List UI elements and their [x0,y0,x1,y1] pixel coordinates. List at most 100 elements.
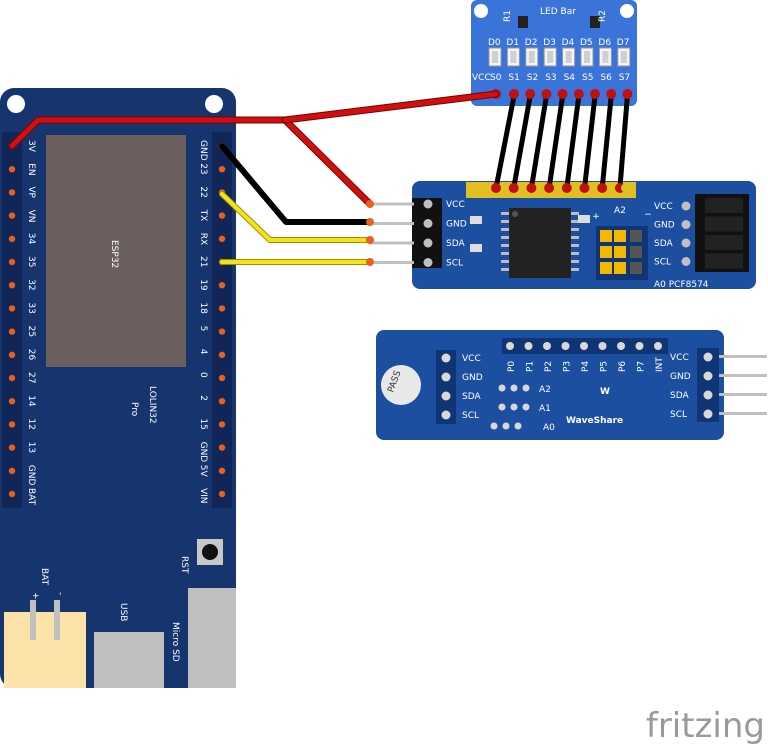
led-label: D7 [617,38,630,48]
pcf-pin[interactable] [681,201,691,211]
pin-dot[interactable] [8,421,16,428]
pcf-pin[interactable] [423,219,433,228]
pin-dot[interactable] [8,467,16,474]
ws-addr-pin[interactable] [498,403,506,411]
pin-dot[interactable] [218,444,226,451]
pin-dot[interactable] [218,328,226,335]
ws-top-pin[interactable] [580,342,588,350]
ws-addr-pin[interactable] [522,403,530,411]
wire-gnd-black[interactable] [219,143,373,225]
pcf-minus-label: − [644,210,652,220]
ws-addr-pin[interactable] [510,384,518,392]
pin-dot[interactable] [8,490,16,498]
ws-pin[interactable] [441,391,451,401]
led-label: D5 [580,38,593,48]
pin-dot[interactable] [8,398,16,405]
pin-dot[interactable] [218,467,226,474]
pin-dot[interactable] [8,351,16,358]
wire-led-signal[interactable] [546,93,566,191]
ws-right-pin-label: SCL [670,410,687,420]
ws-addr-pin[interactable] [514,422,522,430]
ws-addr-pin[interactable] [502,422,510,430]
pin-dot[interactable] [8,235,16,242]
ws-pin[interactable] [703,409,713,419]
board-name: LOLIN32 [147,386,157,424]
pcf-pin[interactable] [681,220,691,229]
pin-dot[interactable] [8,282,16,289]
wire-led-signal[interactable] [564,93,582,191]
ws-addr-pin[interactable] [498,384,506,392]
pin-dot[interactable] [218,490,226,498]
wire-vcc-ledbar[interactable] [282,91,499,123]
pin-dot[interactable] [8,374,16,382]
pin-dot[interactable] [8,328,16,335]
ws-pin[interactable] [441,410,451,420]
wire-vcc-red[interactable] [9,117,373,207]
ws-top-pin[interactable] [654,342,662,350]
address-jumper[interactable] [600,246,612,258]
ws-pin[interactable] [703,390,713,400]
pin-dot[interactable] [8,189,16,196]
ws-top-pin[interactable] [561,342,570,350]
led-bar-title: LED Bar [540,7,576,17]
pin-dot[interactable] [218,212,226,219]
wire-led-signal[interactable] [582,93,598,191]
ws-top-pin[interactable] [524,342,533,350]
left-pin-dots [8,142,16,498]
pin-label-left: 3V [26,140,36,153]
ws-addr-pin[interactable] [490,422,498,430]
pin-dot[interactable] [218,166,226,173]
wire-led-signal[interactable] [511,93,533,191]
pcf-pin[interactable] [681,238,691,248]
wire-led-signal[interactable] [528,93,549,191]
led-label: D2 [525,38,538,48]
pin-dot[interactable] [8,305,16,312]
ws-pin[interactable] [441,353,451,363]
wire-led-signal[interactable] [617,93,630,191]
pcf-pin[interactable] [423,199,433,209]
pin-dot[interactable] [218,351,226,358]
ws-pin[interactable] [703,371,713,381]
ws-addr-pin[interactable] [510,403,518,411]
pin-dot[interactable] [8,166,16,173]
pin-dot[interactable] [218,282,226,289]
ws-top-pin[interactable] [543,342,551,350]
pin-dot[interactable] [218,398,226,405]
pin-dot[interactable] [218,374,226,382]
pcf-pin[interactable] [423,258,433,267]
pcf-pin[interactable] [681,257,691,266]
wire-sda-yellow[interactable] [220,192,372,242]
pcf-a2-label: A2 [614,206,626,216]
pin-dot[interactable] [218,235,226,242]
ws-top-pin[interactable] [506,342,514,350]
led-label: D4 [562,38,575,48]
ws-pin[interactable] [703,352,713,362]
pcf-name: A0 PCF8574 [654,280,709,290]
address-jumper[interactable] [600,262,612,274]
pin-dot[interactable] [8,444,16,451]
pcf-pin-label: SDA [446,239,465,249]
wire-led-signal[interactable] [493,93,517,191]
pin-label-left: 26 [26,349,36,361]
ws-top-pin[interactable] [598,342,607,350]
pin-dot[interactable] [218,421,226,428]
rst-label: RST [179,556,189,574]
address-jumper[interactable] [600,230,612,242]
pin-dot[interactable] [8,212,16,219]
pin-label-right: 0 [198,372,208,378]
ws-top-pin[interactable] [617,342,625,350]
pcf-pin[interactable] [423,238,433,248]
pin-dot[interactable] [8,258,16,266]
wire-led-signal[interactable] [599,93,614,191]
pin-label-right: 4 [198,349,208,355]
pin-dot[interactable] [218,305,226,312]
ws-addr-pin[interactable] [522,384,530,392]
ws-top-pin[interactable] [635,342,644,350]
ws-pin[interactable] [441,372,451,382]
ws-brand: WaveShare [566,416,623,426]
